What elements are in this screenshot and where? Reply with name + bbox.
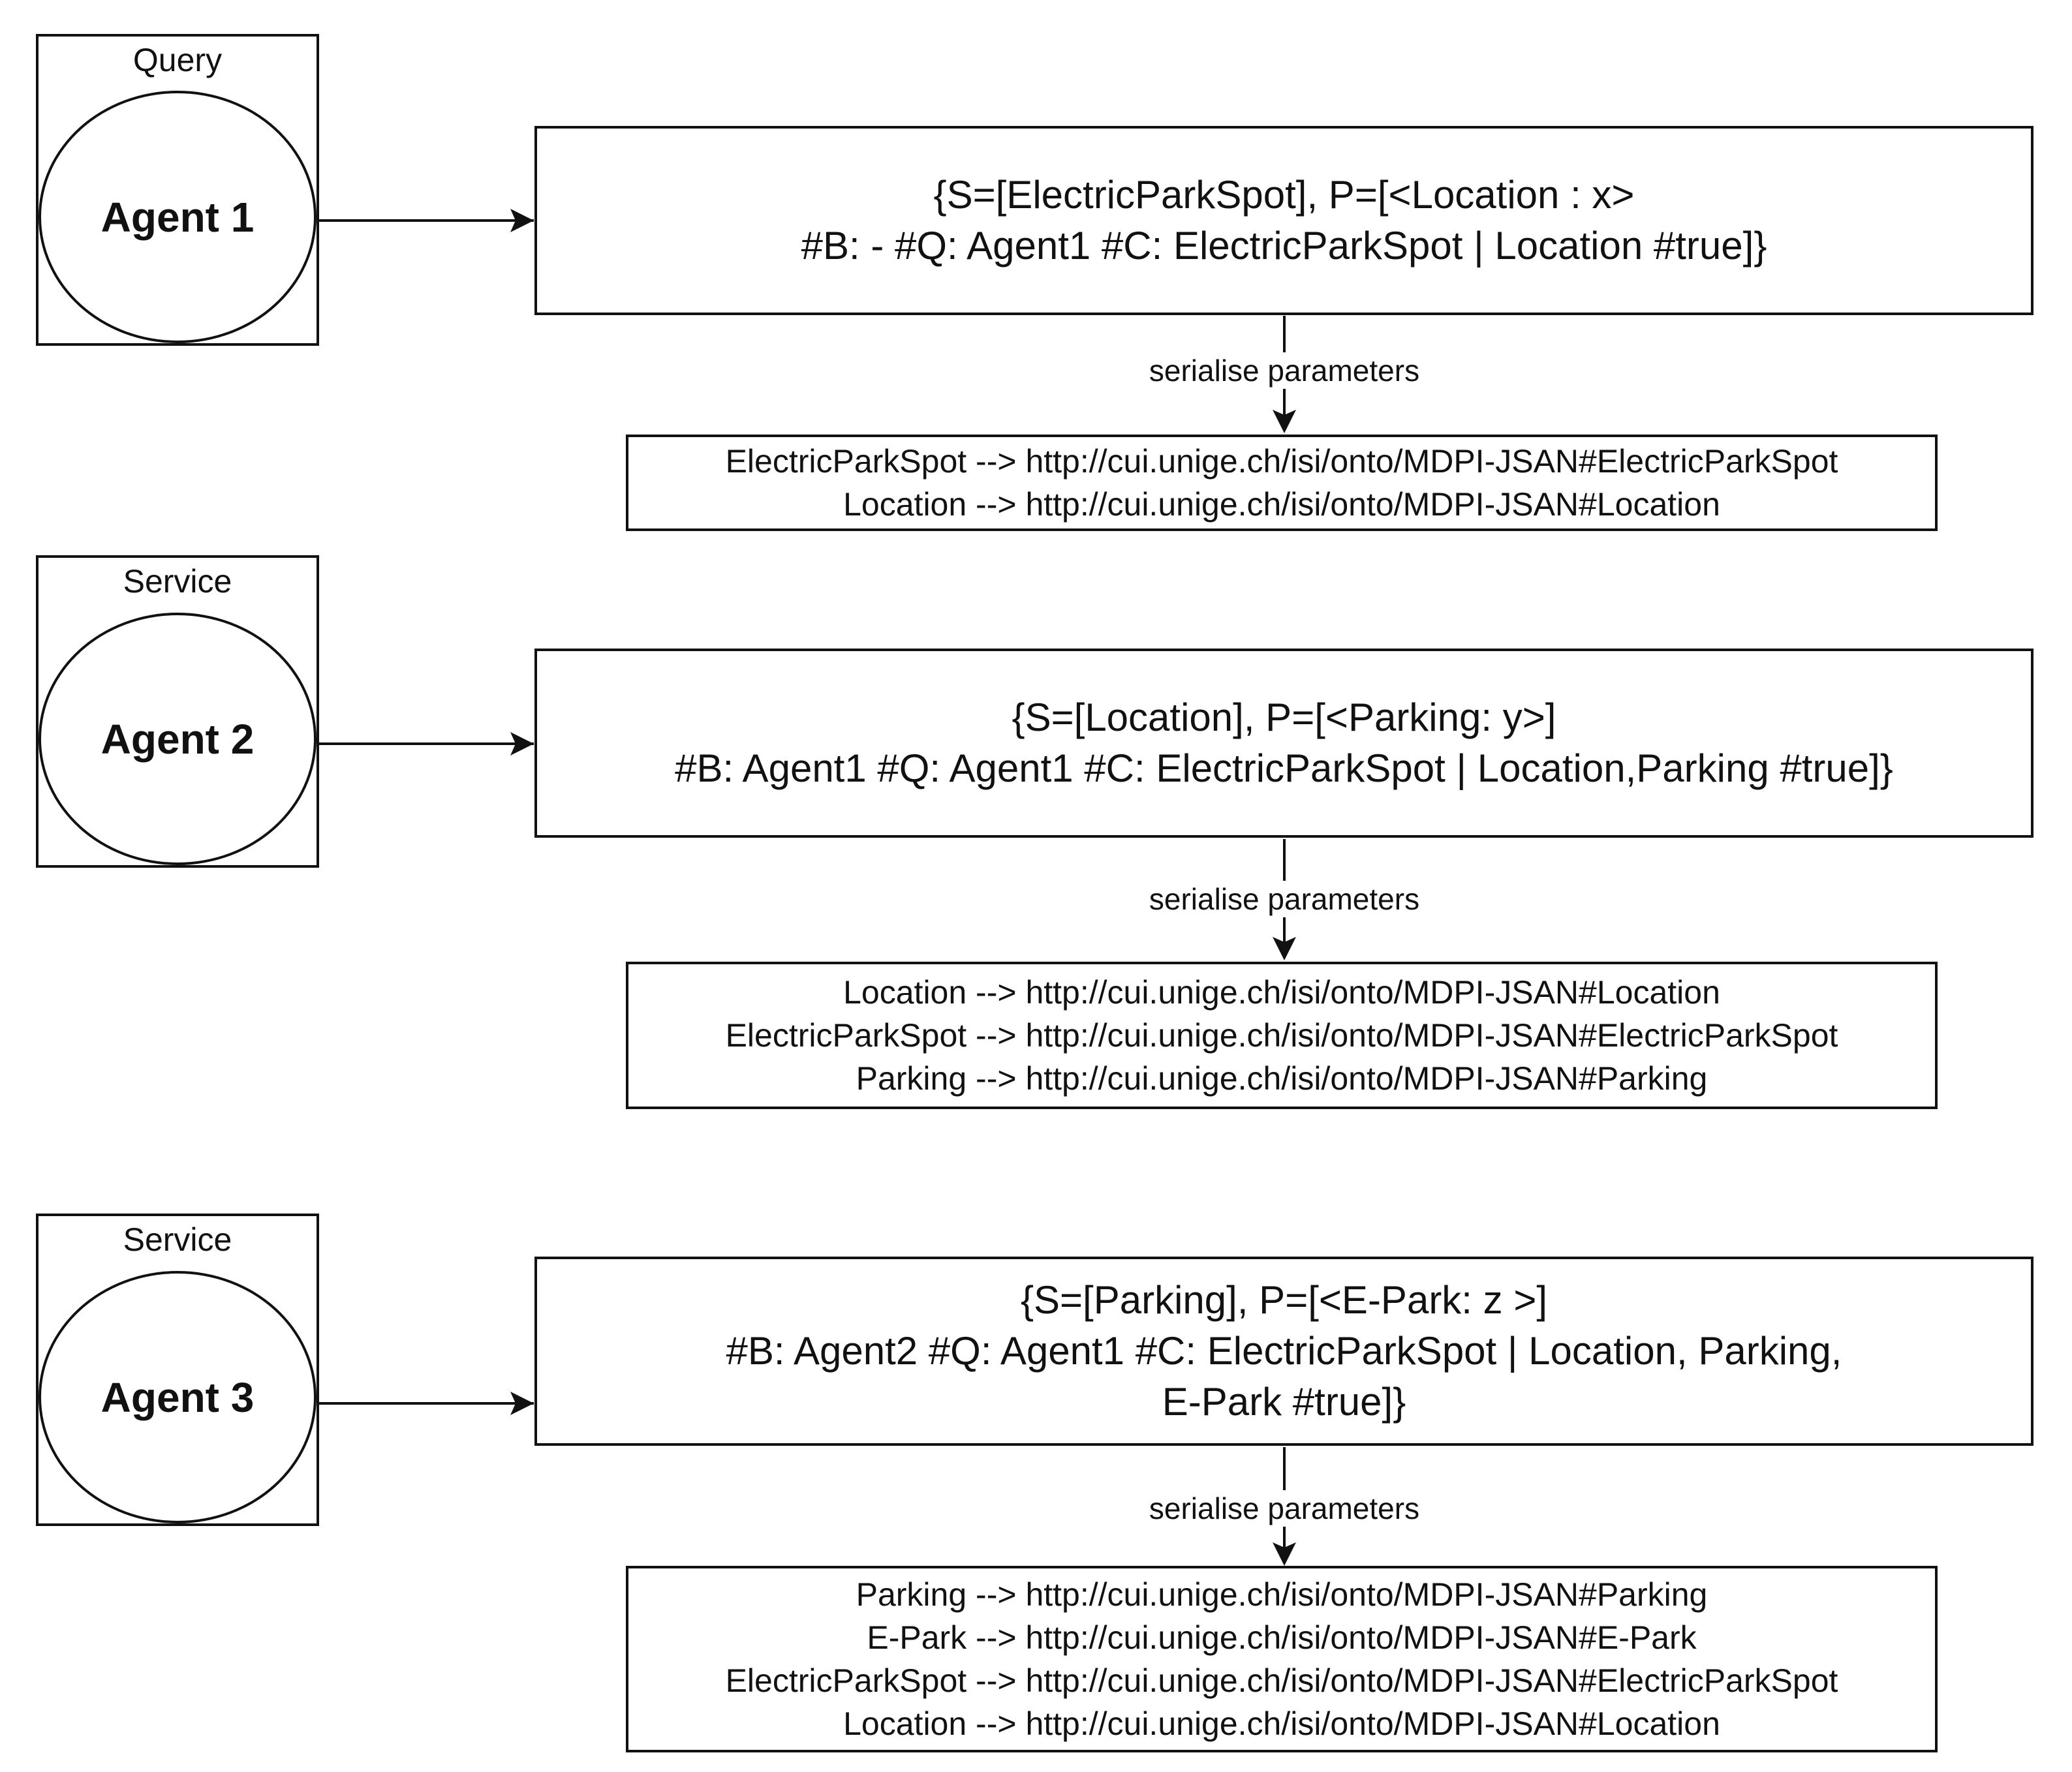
agent-3-role-label: Service [123,1221,232,1258]
agent-1-role-label: Query [132,42,223,78]
agent-2-role-label: Service [123,563,232,600]
agent-1-message-line: #B: - #Q: Agent1 #C: ElectricParkSpot | … [801,224,1767,267]
agent-3-name: Agent 3 [101,1373,255,1421]
agent-3-mapping-line: ElectricParkSpot --> http://cui.unige.ch… [725,1662,1838,1699]
agent-3-mapping-line: Location --> http://cui.unige.ch/isi/ont… [843,1705,1720,1742]
agent-1-message-box: {S=[ElectricParkSpot], P=[<Location : x>… [534,126,2033,315]
agent-3-message-line: {S=[Parking], P=[<E-Park: z >] [1020,1278,1548,1322]
agent-2-mapping-line: Location --> http://cui.unige.ch/isi/ont… [843,974,1720,1011]
agent-3-frame: Service Agent 3 [36,1214,319,1526]
agent-2-message-box: {S=[Location], P=[<Parking: y>] #B: Agen… [534,649,2033,838]
agent-1-mapping-box: ElectricParkSpot --> http://cui.unige.ch… [626,435,1938,531]
agent-2-mapping-box: Location --> http://cui.unige.ch/isi/ont… [626,962,1938,1109]
agent-3-mapping-line: E-Park --> http://cui.unige.ch/isi/onto/… [867,1619,1697,1656]
agent-2-serialise-arrowhead [1273,937,1296,960]
agent-2-node: Agent 2 [39,613,317,865]
agent-2-message-line: #B: Agent1 #Q: Agent1 #C: ElectricParkSp… [675,746,1893,790]
agent-3-serialise-label: serialise parameters [1121,1490,1447,1527]
agent-3-message-line: E-Park #true]} [1162,1380,1406,1424]
agent-1-serialise-label: serialise parameters [1121,352,1447,389]
agent-2-to-message-arrowhead [510,732,534,756]
agent-1-serialise-arrowhead [1273,410,1296,433]
agent-2-message-line: {S=[Location], P=[<Parking: y>] [1012,695,1556,739]
agent-1-to-message-arrowhead [510,209,534,232]
agent-2-name: Agent 2 [101,715,255,763]
agent-1-message-line: {S=[ElectricParkSpot], P=[<Location : x> [933,173,1635,217]
agent-3-to-message-arrowhead [510,1392,534,1415]
agent-3-serialise-arrowhead [1273,1542,1296,1566]
agent-2-frame: Service Agent 2 [36,555,319,868]
agent-1-frame: Query Agent 1 [36,34,319,346]
agent-3-node: Agent 3 [39,1271,317,1523]
agent-3-mapping-line: Parking --> http://cui.unige.ch/isi/onto… [856,1576,1708,1613]
agent-1-name: Agent 1 [101,193,255,241]
agent-3-message-line: #B: Agent2 #Q: Agent1 #C: ElectricParkSp… [726,1329,1842,1373]
agent-1-mapping-line: ElectricParkSpot --> http://cui.unige.ch… [725,443,1838,480]
agent-3-mapping-box: Parking --> http://cui.unige.ch/isi/onto… [626,1566,1938,1752]
agent-3-message-box: {S=[Parking], P=[<E-Park: z >] #B: Agent… [534,1257,2033,1446]
agent-2-mapping-line: Parking --> http://cui.unige.ch/isi/onto… [856,1060,1708,1097]
agent-1-mapping-line: Location --> http://cui.unige.ch/isi/ont… [843,486,1720,523]
agent-2-mapping-line: ElectricParkSpot --> http://cui.unige.ch… [725,1017,1838,1054]
agent-2-serialise-label: serialise parameters [1121,881,1447,917]
agent-1-node: Agent 1 [39,91,317,343]
